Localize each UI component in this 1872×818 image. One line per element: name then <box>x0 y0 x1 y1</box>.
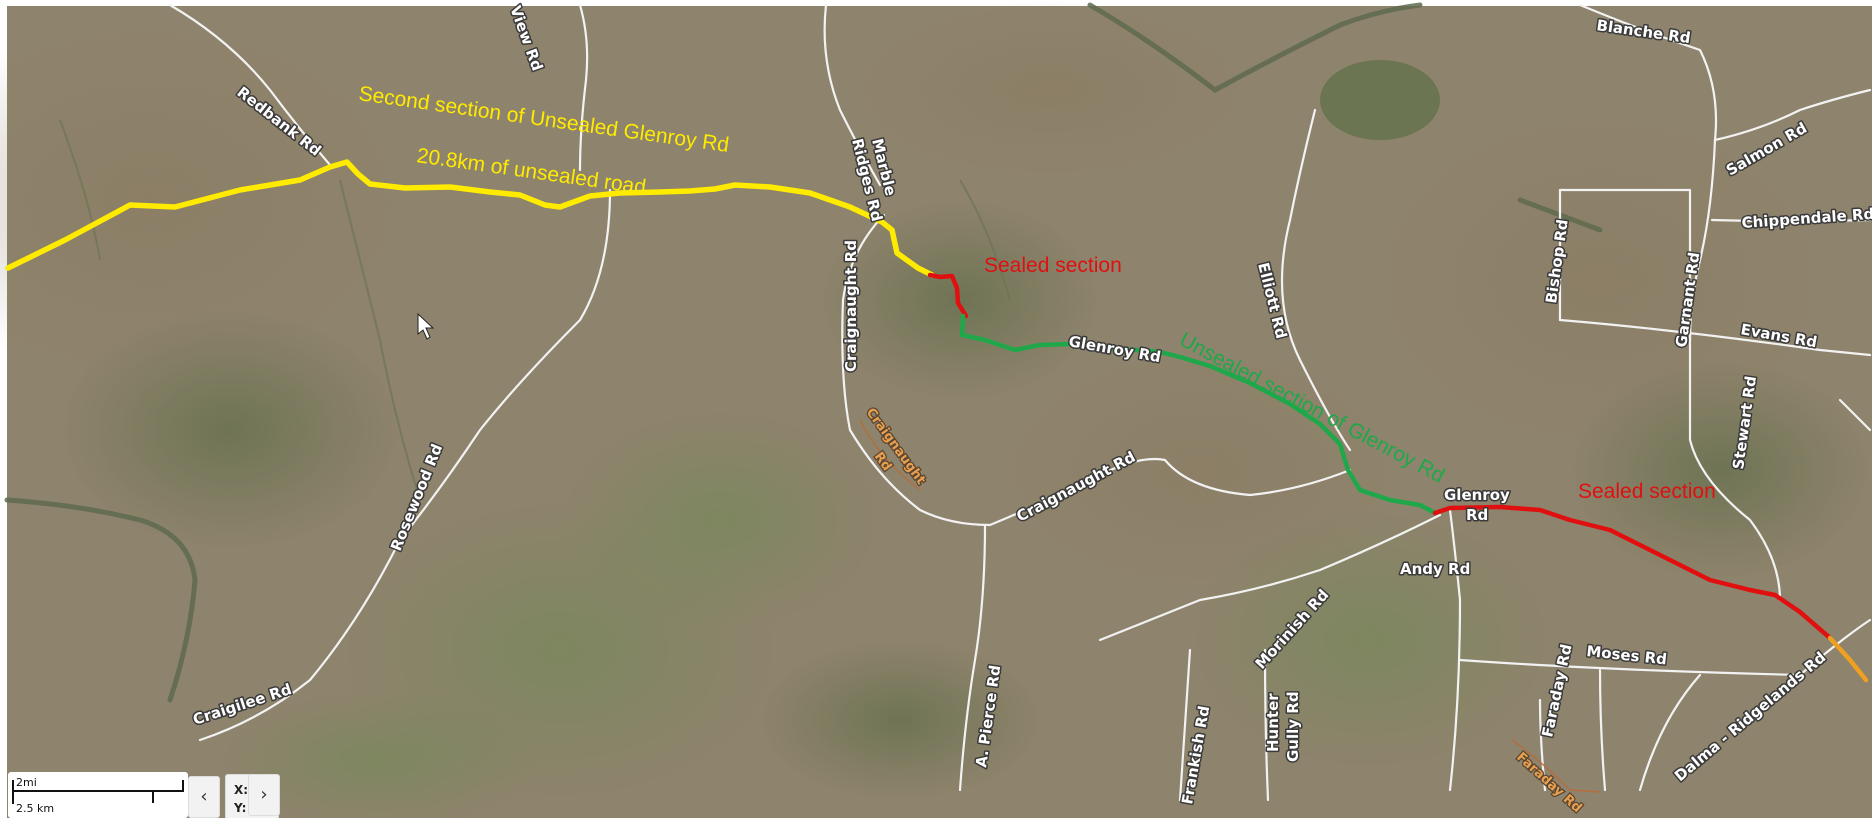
y-label: Y: <box>234 801 247 815</box>
top-border <box>0 0 1872 6</box>
route-sealed-2[interactable] <box>1432 504 1833 641</box>
scale-tick-metric <box>152 791 154 803</box>
scale-label-metric: 2.5 km <box>16 802 55 815</box>
road-label-hunter: Hunter <box>1264 693 1282 752</box>
x-label: X: <box>234 783 249 797</box>
road-label-gully-rd: Gully Rd <box>1284 691 1302 762</box>
scale-line <box>12 790 184 792</box>
left-border <box>0 0 7 818</box>
road-label-andy-rd: Andy Rd <box>1400 560 1470 578</box>
route-continuation[interactable] <box>1827 635 1869 683</box>
next-button[interactable]: › <box>248 774 280 816</box>
scale-tick-left <box>12 780 14 804</box>
mouse-cursor-icon <box>417 312 435 340</box>
annotation-sealed-1: Sealed section <box>984 254 1122 277</box>
road-label-glenroy-junction: Glenroy <box>1444 486 1510 504</box>
creek-lines <box>59 119 1011 501</box>
road-label-craignaught-rd-vertical: Craignaught Rd <box>842 240 860 372</box>
route-sealed-1[interactable] <box>927 272 969 319</box>
road-network <box>168 3 1872 802</box>
closed-roads <box>859 419 1601 793</box>
annotation-sealed-2: Sealed section <box>1578 480 1716 503</box>
route-unsealed-second[interactable] <box>5 159 935 278</box>
scale-label-imperial: 2mi <box>16 776 37 789</box>
route-unsealed-green[interactable] <box>959 313 1438 516</box>
road-label-glenroy-junction-rd: Rd <box>1466 506 1488 524</box>
scale-tick-imperial <box>182 780 184 791</box>
prev-button[interactable]: ‹ <box>188 776 220 818</box>
scale-bar: 2mi 2.5 km <box>8 772 188 818</box>
